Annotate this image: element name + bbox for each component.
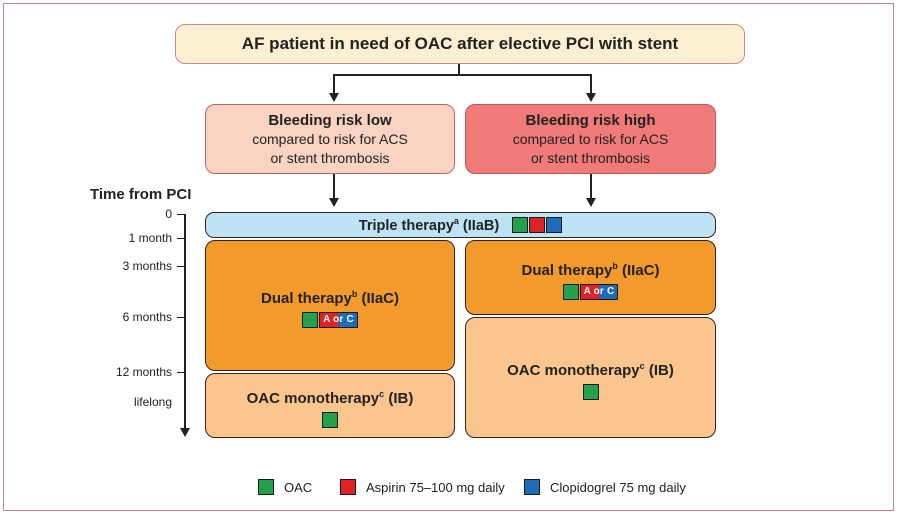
risk-high-heading: Bleeding risk high <box>525 111 656 129</box>
legend-clopidogrel-label: Clopidogrel 75 mg daily <box>550 479 686 495</box>
oac-monotherapy-low-risk-box: OAC monotherapyc (IB) <box>205 373 455 438</box>
title-box: AF patient in need of OAC after elective… <box>175 24 745 64</box>
risk-high-line1: compared to risk for ACS <box>512 130 669 147</box>
timeline-axis <box>184 214 186 429</box>
aspirin-or-clopidogrel-icon: A or C <box>319 311 358 328</box>
connector-right-down <box>590 74 592 94</box>
tick-6-months <box>177 317 184 319</box>
mono-high-drug-icons <box>582 383 599 400</box>
timeline-arrow-icon <box>180 428 190 437</box>
arrow-to-risk-high <box>586 93 596 102</box>
dual-therapy-high-label: Dual therapyb (IIaC) <box>521 260 660 279</box>
mono-low-label: OAC monotherapyc (IB) <box>246 388 414 407</box>
clopidogrel-square-icon <box>546 217 563 233</box>
tick-1-month <box>177 238 184 240</box>
mono-low-drug-icons <box>322 411 338 428</box>
risk-low-line2: or stent thrombosis <box>270 149 390 166</box>
tick-label-1-month: 1 month <box>128 231 172 245</box>
risk-high-line2: or stent thrombosis <box>530 149 651 166</box>
title-text: AF patient in need of OAC after elective… <box>241 34 679 53</box>
oac-square-icon <box>562 283 579 300</box>
legend-aspirin: Aspirin 75–100 mg daily <box>340 479 505 495</box>
tick-0 <box>177 214 184 216</box>
dual-therapy-high-risk-box: Dual therapyb (IIaC) A or C <box>465 240 716 315</box>
connector-left-down <box>333 74 335 94</box>
oac-square-icon <box>302 311 319 328</box>
clopidogrel-legend-icon <box>524 479 540 495</box>
risk-low-heading: Bleeding risk low <box>268 111 392 129</box>
triple-therapy-box: Triple therapya (IIaB) <box>205 212 716 238</box>
oac-monotherapy-high-risk-box: OAC monotherapyc (IB) <box>465 317 716 438</box>
dual-low-drug-icons: A or C <box>302 311 358 328</box>
oac-square-icon <box>322 411 338 428</box>
dual-therapy-low-risk-box: Dual therapyb (IIaC) A or C <box>205 240 455 371</box>
figure-frame <box>3 3 894 511</box>
timeline-title: Time from PCI <box>90 186 192 203</box>
connector-title-down <box>458 64 460 75</box>
aspirin-legend-icon <box>340 479 356 495</box>
tick-12-months <box>177 372 184 374</box>
triple-therapy-label: Triple therapya (IIaB) <box>358 216 500 234</box>
tick-label-6-months: 6 months <box>122 310 172 324</box>
legend-clopidogrel: Clopidogrel 75 mg daily <box>524 479 686 495</box>
aspirin-or-clopidogrel-icon: A or C <box>579 283 619 300</box>
connector-horizontal <box>333 74 591 76</box>
tick-3-months <box>177 266 184 268</box>
tick-label-0: 0 <box>165 207 172 221</box>
tick-label-lifelong: lifelong <box>133 395 172 409</box>
oac-legend-icon <box>258 479 274 495</box>
triple-drug-icons <box>511 217 563 233</box>
mono-high-label: OAC monotherapyc (IB) <box>507 360 674 379</box>
aspirin-square-icon <box>529 217 546 233</box>
tick-label-12-months: 12 months <box>115 365 172 379</box>
legend-oac: OAC <box>258 479 312 495</box>
dual-therapy-low-label: Dual therapyb (IIaC) <box>260 288 400 307</box>
risk-low-line1: compared to risk for ACS <box>252 130 408 147</box>
oac-square-icon <box>582 383 599 400</box>
arrow-to-risk-low <box>329 93 339 102</box>
legend-oac-label: OAC <box>284 479 313 495</box>
connector-high-to-therapy <box>590 174 592 199</box>
tick-label-3-months: 3 months <box>122 259 172 273</box>
arrow-high-to-therapy <box>586 198 596 207</box>
legend-aspirin-label: Aspirin 75–100 mg daily <box>366 479 505 495</box>
dual-high-drug-icons: A or C <box>562 283 619 300</box>
oac-square-icon <box>512 217 529 233</box>
connector-low-to-therapy <box>333 174 335 199</box>
arrow-low-to-therapy <box>329 198 339 207</box>
bleeding-risk-high-box: Bleeding risk high compared to risk for … <box>465 104 716 174</box>
bleeding-risk-low-box: Bleeding risk low compared to risk for A… <box>205 104 455 174</box>
